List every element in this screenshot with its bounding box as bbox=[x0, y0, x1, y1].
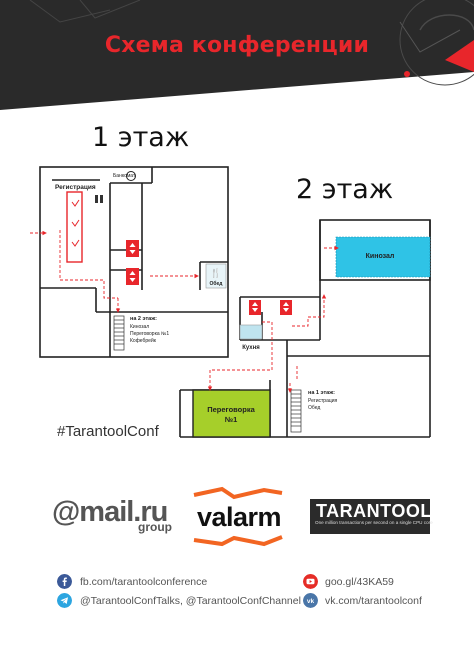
elevator-2 bbox=[126, 268, 139, 285]
tarantool-name: TARANTOOL bbox=[316, 501, 432, 521]
elevator-3 bbox=[249, 300, 261, 315]
to-floor2-heading: на 2 этаж: bbox=[130, 316, 157, 322]
telegram-link[interactable]: @TarantoolConfTalks, @TarantoolConfChann… bbox=[80, 595, 301, 607]
meeting-room-label: Переговорка bbox=[207, 405, 255, 414]
svg-text:🍴: 🍴 bbox=[210, 267, 221, 279]
floor2-stairs bbox=[290, 389, 302, 433]
elevator-1 bbox=[126, 240, 139, 257]
youtube-link[interactable]: goo.gl/43KA59 bbox=[325, 576, 394, 588]
tarantool-tagline: One million transactions per second on a… bbox=[315, 520, 433, 525]
facebook-icon bbox=[57, 574, 72, 589]
kitchen-room bbox=[239, 324, 263, 340]
elevator-4 bbox=[280, 300, 292, 315]
kitchen-label: Кухня bbox=[242, 345, 260, 351]
floor2-title: 2 этаж bbox=[296, 174, 394, 205]
lunch-room: 🍴 bbox=[205, 263, 227, 289]
vk-icon: vk bbox=[303, 593, 318, 608]
to-floor2-item: Переговорка №1 bbox=[130, 331, 169, 337]
to-floor1-item: Обед bbox=[308, 405, 320, 411]
mailru-logo: @mail.ru bbox=[52, 496, 168, 529]
telegram-icon bbox=[57, 593, 72, 608]
atm-label: Банкомат bbox=[113, 173, 136, 179]
mailru-name: @mail.ru bbox=[52, 496, 168, 528]
floor2-route bbox=[207, 245, 339, 393]
to-floor1-heading: на 1 этаж: bbox=[308, 390, 335, 396]
cinema-label: Кинозал bbox=[366, 253, 395, 260]
svg-text:vk: vk bbox=[307, 598, 315, 605]
meeting-room bbox=[192, 389, 271, 438]
facebook-link[interactable]: fb.com/tarantoolconference bbox=[80, 576, 208, 588]
meeting-room-number: №1 bbox=[225, 415, 238, 424]
floor1-stairs bbox=[113, 315, 125, 351]
hashtag: #TarantoolConf bbox=[57, 423, 159, 440]
toilet-icon bbox=[95, 195, 103, 203]
valarm-name: valarm bbox=[197, 502, 282, 532]
floor1-route bbox=[30, 230, 199, 313]
mailru-group: group bbox=[138, 520, 172, 534]
lunch-label: Обед bbox=[210, 280, 224, 287]
page-title: Схема конференции bbox=[104, 33, 370, 58]
vk-link[interactable]: vk.com/tarantoolconf bbox=[325, 595, 422, 607]
atm-icon bbox=[126, 171, 136, 181]
header-banner bbox=[0, 0, 474, 110]
tarantool-logo bbox=[310, 499, 430, 534]
youtube-icon bbox=[303, 574, 318, 589]
to-floor1-item: Регистрация bbox=[308, 398, 338, 404]
to-floor2-item: Кофебрейк bbox=[130, 337, 157, 344]
valarm-logo-stripes bbox=[193, 486, 283, 547]
registration-label: Регистрация bbox=[55, 184, 96, 191]
floor1-title: 1 этаж bbox=[92, 122, 190, 153]
to-floor2-item: Кинозал bbox=[130, 324, 149, 330]
floor1-registration-desk bbox=[66, 191, 83, 263]
cinema-room bbox=[335, 236, 431, 278]
